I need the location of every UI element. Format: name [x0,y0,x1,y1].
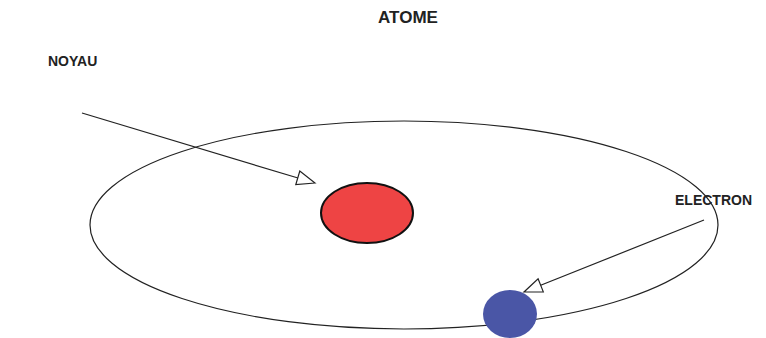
electron-shape [483,290,537,338]
nucleus-shape [321,183,413,243]
leader-line [541,220,704,285]
diagram-title: ATOME [378,8,438,28]
orbit-ellipse [90,121,718,329]
part-label: NOYAU [48,53,97,70]
leader-arrowhead [524,279,543,292]
leader-line [82,113,298,178]
leader-arrowhead [296,171,315,184]
part-label: ELECTRON [675,192,752,209]
